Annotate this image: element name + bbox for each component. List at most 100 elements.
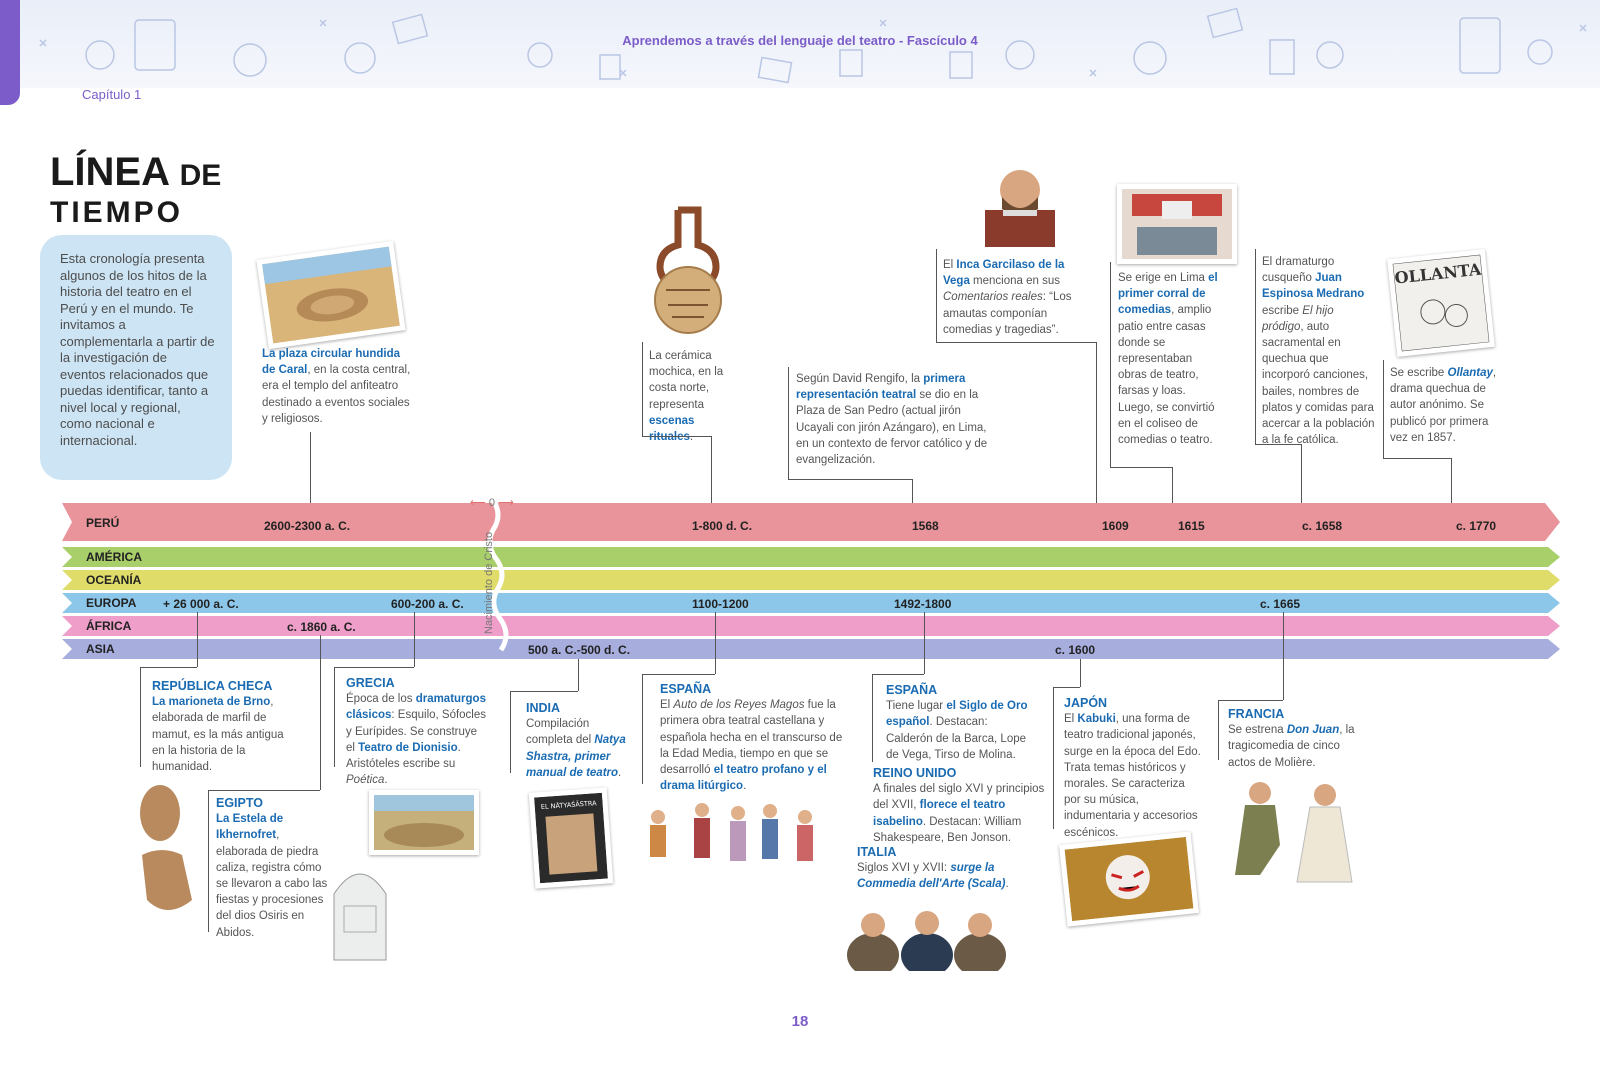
title-word-linea: LÍNEA bbox=[50, 150, 169, 194]
band-oceania bbox=[62, 570, 1560, 590]
note-india-pre: Compilación completa del bbox=[526, 718, 595, 747]
connector-ollantay-h bbox=[1383, 458, 1451, 459]
connector-india bbox=[578, 659, 579, 691]
connector-japon-h bbox=[1053, 687, 1080, 688]
connector-espana2 bbox=[924, 612, 925, 674]
region-japon: JAPÓN bbox=[1064, 696, 1108, 710]
band-america bbox=[62, 547, 1560, 567]
connector-caral bbox=[310, 432, 311, 508]
note-francia-ital: Don Juan bbox=[1286, 724, 1340, 737]
note-japon-post: , una forma de teatro tradicional japoné… bbox=[1064, 713, 1201, 839]
year-europa-francia: c. 1665 bbox=[1260, 597, 1301, 611]
region-checa: REPÚBLICA CHECA bbox=[152, 679, 273, 693]
band-label-europa: EUROPA bbox=[86, 596, 137, 610]
note-india-post: . bbox=[618, 766, 622, 779]
chapter-tab-marker bbox=[0, 0, 20, 105]
region-grecia: GRECIA bbox=[346, 676, 395, 690]
moche-ceramic-illustration bbox=[654, 206, 722, 334]
band-peru bbox=[62, 503, 1560, 541]
connector-corral-left bbox=[1110, 262, 1111, 467]
note-espana1-post: . bbox=[743, 780, 747, 793]
note-japon-pre: El bbox=[1064, 713, 1078, 726]
connector-espana1-h bbox=[642, 674, 715, 675]
connector-ollantay bbox=[1451, 458, 1452, 508]
era-divider bbox=[487, 498, 509, 652]
note-grecia-bold2: Teatro de Dionisio bbox=[358, 741, 458, 754]
header-pattern bbox=[0, 0, 1600, 88]
intro-text: Esta cronología presenta algunos de los … bbox=[60, 251, 215, 448]
note-india-bold: Natya Shastra, primer manual de teatro bbox=[526, 734, 626, 779]
zero-marker: ⟵ 0 ⟶ bbox=[470, 496, 514, 509]
arrow-left-icon: ⟵ bbox=[470, 497, 486, 509]
year-peru-1615: 1615 bbox=[1178, 519, 1205, 533]
region-egipto: EGIPTO bbox=[216, 796, 264, 810]
band-label-africa: ÁFRICA bbox=[86, 619, 132, 633]
note-garcilaso: El Inca Garcilaso de la Vega menciona en… bbox=[943, 257, 1093, 338]
connector-espana1 bbox=[715, 612, 716, 674]
connector-grecia-h bbox=[334, 667, 414, 668]
kabuki-actor-illustration bbox=[1064, 836, 1194, 922]
theater-doodle-pattern bbox=[39, 7, 1587, 84]
dionysus-theater-photo bbox=[369, 790, 479, 855]
connector-grecia bbox=[414, 612, 415, 667]
natya-shastra-book: EL NĀTYAŚĀSTRA bbox=[528, 787, 614, 889]
note-espana1-bold: el teatro profano y el drama litúrgico bbox=[660, 764, 827, 793]
ollantay-poster-illustration: OLLANTA bbox=[1392, 254, 1490, 352]
connector-checa-left bbox=[140, 667, 141, 767]
note-espana2-pre: Tiene lugar bbox=[886, 700, 947, 713]
title-word-de: DE bbox=[179, 159, 222, 192]
connector-egipto-h bbox=[208, 790, 320, 791]
note-ollantay: Se escribe Ollantay, drama quechua de au… bbox=[1390, 365, 1500, 446]
note-espinosa-post: , auto sacramental en quechua que incorp… bbox=[1262, 320, 1375, 447]
note-italia-bold: surge la Commedia dell'Arte (Scala) bbox=[857, 862, 1006, 891]
note-corral: Se erige en Lima el primer corral de com… bbox=[1118, 270, 1218, 448]
note-moche: La cerámica mochica, en la costa norte, … bbox=[649, 348, 739, 445]
year-europa-espana: 1100-1200 bbox=[692, 597, 749, 611]
corral-photo bbox=[1117, 184, 1237, 264]
note-ollantay-pre: Se escribe bbox=[1390, 367, 1448, 379]
year-peru-moche: 1-800 d. C. bbox=[692, 519, 753, 533]
header-title: Aprendemos a través del lenguaje del tea… bbox=[622, 33, 978, 48]
year-asia-india: 500 a. C.-500 d. C. bbox=[528, 643, 631, 657]
note-grecia-mid2: . Aristóteles escribe su bbox=[346, 741, 461, 771]
note-italia-post: . bbox=[1005, 878, 1009, 891]
note-espana2-bold: el Siglo de Oro español bbox=[886, 700, 1028, 729]
region-reino-unido: REINO UNIDO bbox=[873, 766, 957, 780]
connector-espana1-left bbox=[642, 674, 643, 784]
connector-espana2-left bbox=[872, 674, 873, 762]
note-garcilaso-ital: Comentarios reales bbox=[943, 291, 1043, 304]
connector-espinosa bbox=[1301, 444, 1302, 508]
band-africa bbox=[62, 616, 1560, 636]
caral-plaza-illustration bbox=[262, 246, 400, 344]
note-rengifo-bold: primera representación teatral bbox=[796, 373, 966, 402]
note-checa-bold: La marioneta de Brno bbox=[152, 696, 271, 709]
connector-corral-h bbox=[1110, 467, 1172, 468]
region-india: INDIA bbox=[526, 701, 561, 715]
year-peru-1568: 1568 bbox=[912, 519, 939, 533]
note-espinosa-pre: El dramaturgo cusqueño bbox=[1262, 256, 1335, 285]
note-ollantay-post: , drama quechua de autor anónimo. Se pub… bbox=[1390, 367, 1497, 444]
brno-marionette-illustration bbox=[140, 785, 192, 910]
garcilaso-portrait bbox=[985, 170, 1055, 247]
connector-espinosa-left bbox=[1255, 249, 1256, 444]
connector-moche bbox=[711, 436, 712, 508]
note-moche-end: . bbox=[689, 431, 694, 444]
natya-shastra-title: EL NĀTYAŚĀSTRA bbox=[540, 798, 597, 811]
region-espana2: ESPAÑA bbox=[886, 683, 938, 697]
year-europa-grecia: 600-200 a. C. bbox=[391, 597, 464, 611]
zero-label: 0 bbox=[488, 497, 495, 509]
page-number: 18 bbox=[791, 1013, 809, 1030]
timeline-bands bbox=[62, 498, 1560, 659]
year-peru-1658: c. 1658 bbox=[1302, 519, 1343, 533]
note-moche-bold: escenas rituales bbox=[649, 414, 695, 444]
note-moche-text: La cerámica mochica, en la costa norte, … bbox=[649, 350, 724, 411]
year-africa-egipto: c. 1860 a. C. bbox=[287, 620, 356, 634]
connector-india-left bbox=[510, 691, 511, 773]
region-francia: FRANCIA bbox=[1228, 707, 1285, 721]
connector-egipto bbox=[320, 635, 321, 790]
note-espana1-ital: Auto de los Reyes Magos bbox=[673, 699, 805, 712]
note-espinosa-bold: Juan Espinosa Medrano bbox=[1262, 272, 1365, 301]
